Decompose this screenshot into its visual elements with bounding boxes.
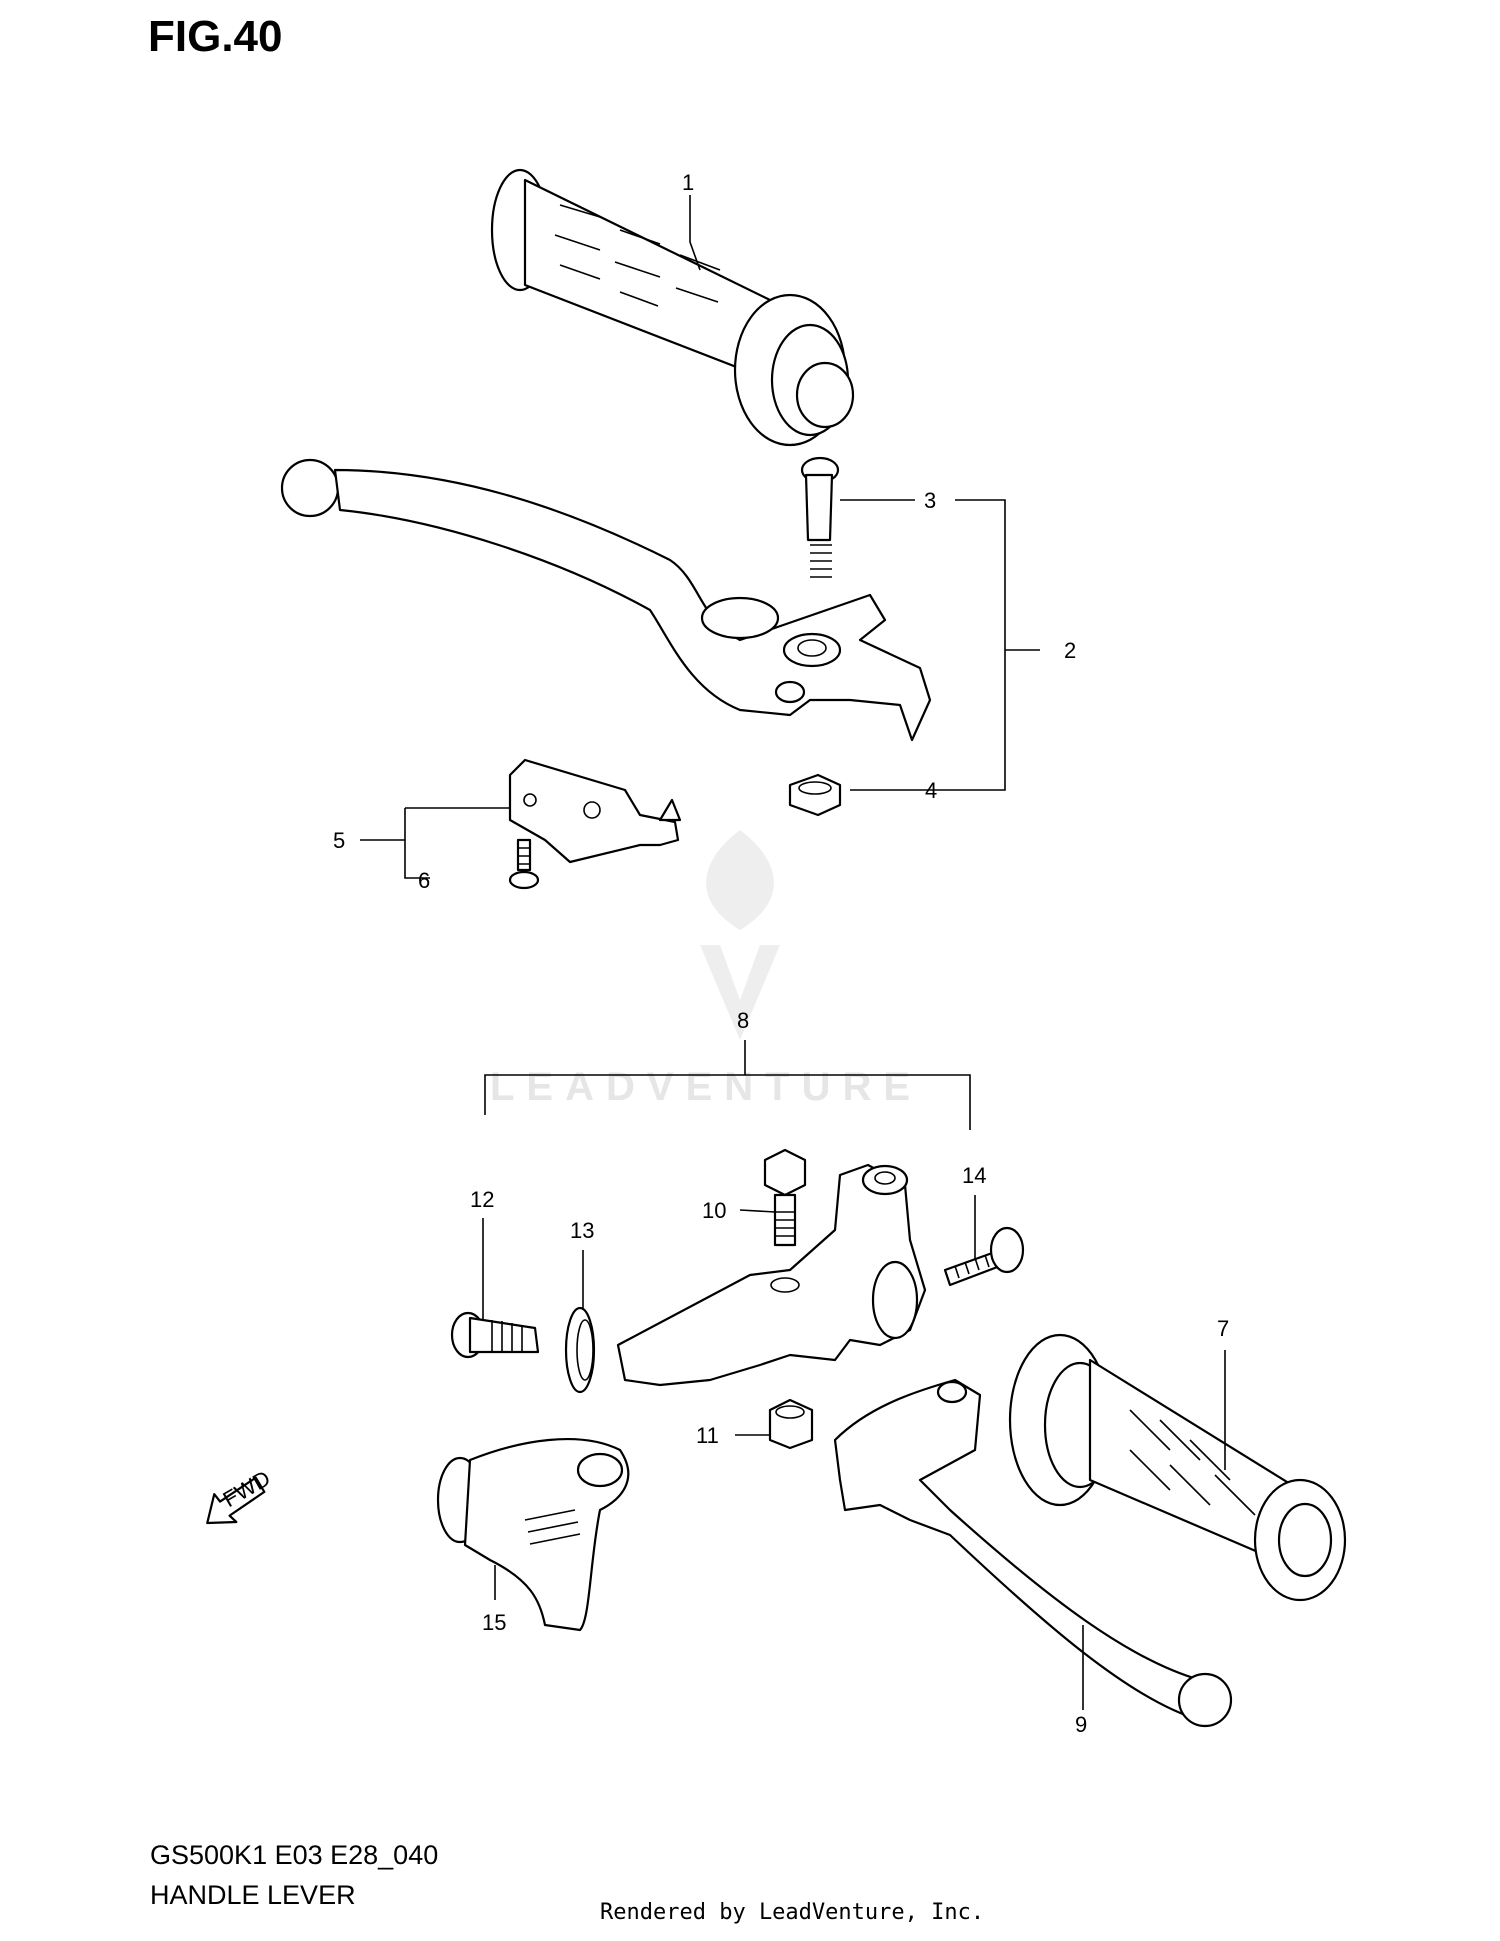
- clutch-lever-holder-part: [616, 1163, 927, 1387]
- holder-bolt-part: [763, 1148, 807, 1247]
- leader-lines: [360, 195, 1226, 1710]
- holder-nut-part: [768, 1398, 814, 1450]
- callout-1: 1: [682, 170, 694, 195]
- throttle-grip-part: [490, 168, 855, 447]
- callout-3: 3: [924, 488, 936, 513]
- brake-lever-part: [280, 458, 932, 742]
- section-name: HANDLE LEVER: [150, 1880, 356, 1910]
- model-code: GS500K1 E03 E28_040: [150, 1840, 439, 1870]
- adjuster-bolt-part: [450, 1311, 540, 1359]
- adjuster-locknut-part: [564, 1306, 596, 1394]
- callout-11: 11: [696, 1423, 719, 1448]
- callout-15: 15: [482, 1610, 506, 1635]
- callout-6: 6: [418, 868, 430, 893]
- callout-10: 10: [702, 1198, 726, 1223]
- callout-14: 14: [962, 1163, 986, 1188]
- callout-12: 12: [470, 1187, 494, 1212]
- lever-cover-part: [436, 1437, 630, 1632]
- brake-switch-part: [508, 758, 682, 864]
- switch-screw-part: [508, 838, 540, 890]
- callout-5: 5: [333, 828, 345, 853]
- figure-title: FIG.40: [148, 12, 283, 61]
- holder-screw-part: [943, 1226, 1025, 1287]
- left-grip-part: [1008, 1333, 1347, 1602]
- callout-7: 7: [1217, 1316, 1229, 1341]
- clutch-lever-part: [833, 1378, 1233, 1728]
- callout-2: 2: [1064, 638, 1076, 663]
- watermark: LEADVENTURE: [490, 830, 922, 1109]
- callout-labels: 1 2 3 4 5 6 7 8 9 10 11 12 13 14 15: [333, 170, 1229, 1737]
- callout-13: 13: [570, 1218, 594, 1243]
- callout-8: 8: [737, 1008, 749, 1033]
- pivot-bolt-part: [800, 456, 840, 578]
- rendered-by-note: Rendered by LeadVenture, Inc.: [600, 1900, 985, 1925]
- callout-9: 9: [1075, 1712, 1087, 1737]
- callout-4: 4: [925, 778, 937, 803]
- watermark-text: LEADVENTURE: [490, 1065, 922, 1109]
- pivot-nut-part: [788, 773, 842, 817]
- fwd-arrow-icon: FWD: [206, 1465, 275, 1525]
